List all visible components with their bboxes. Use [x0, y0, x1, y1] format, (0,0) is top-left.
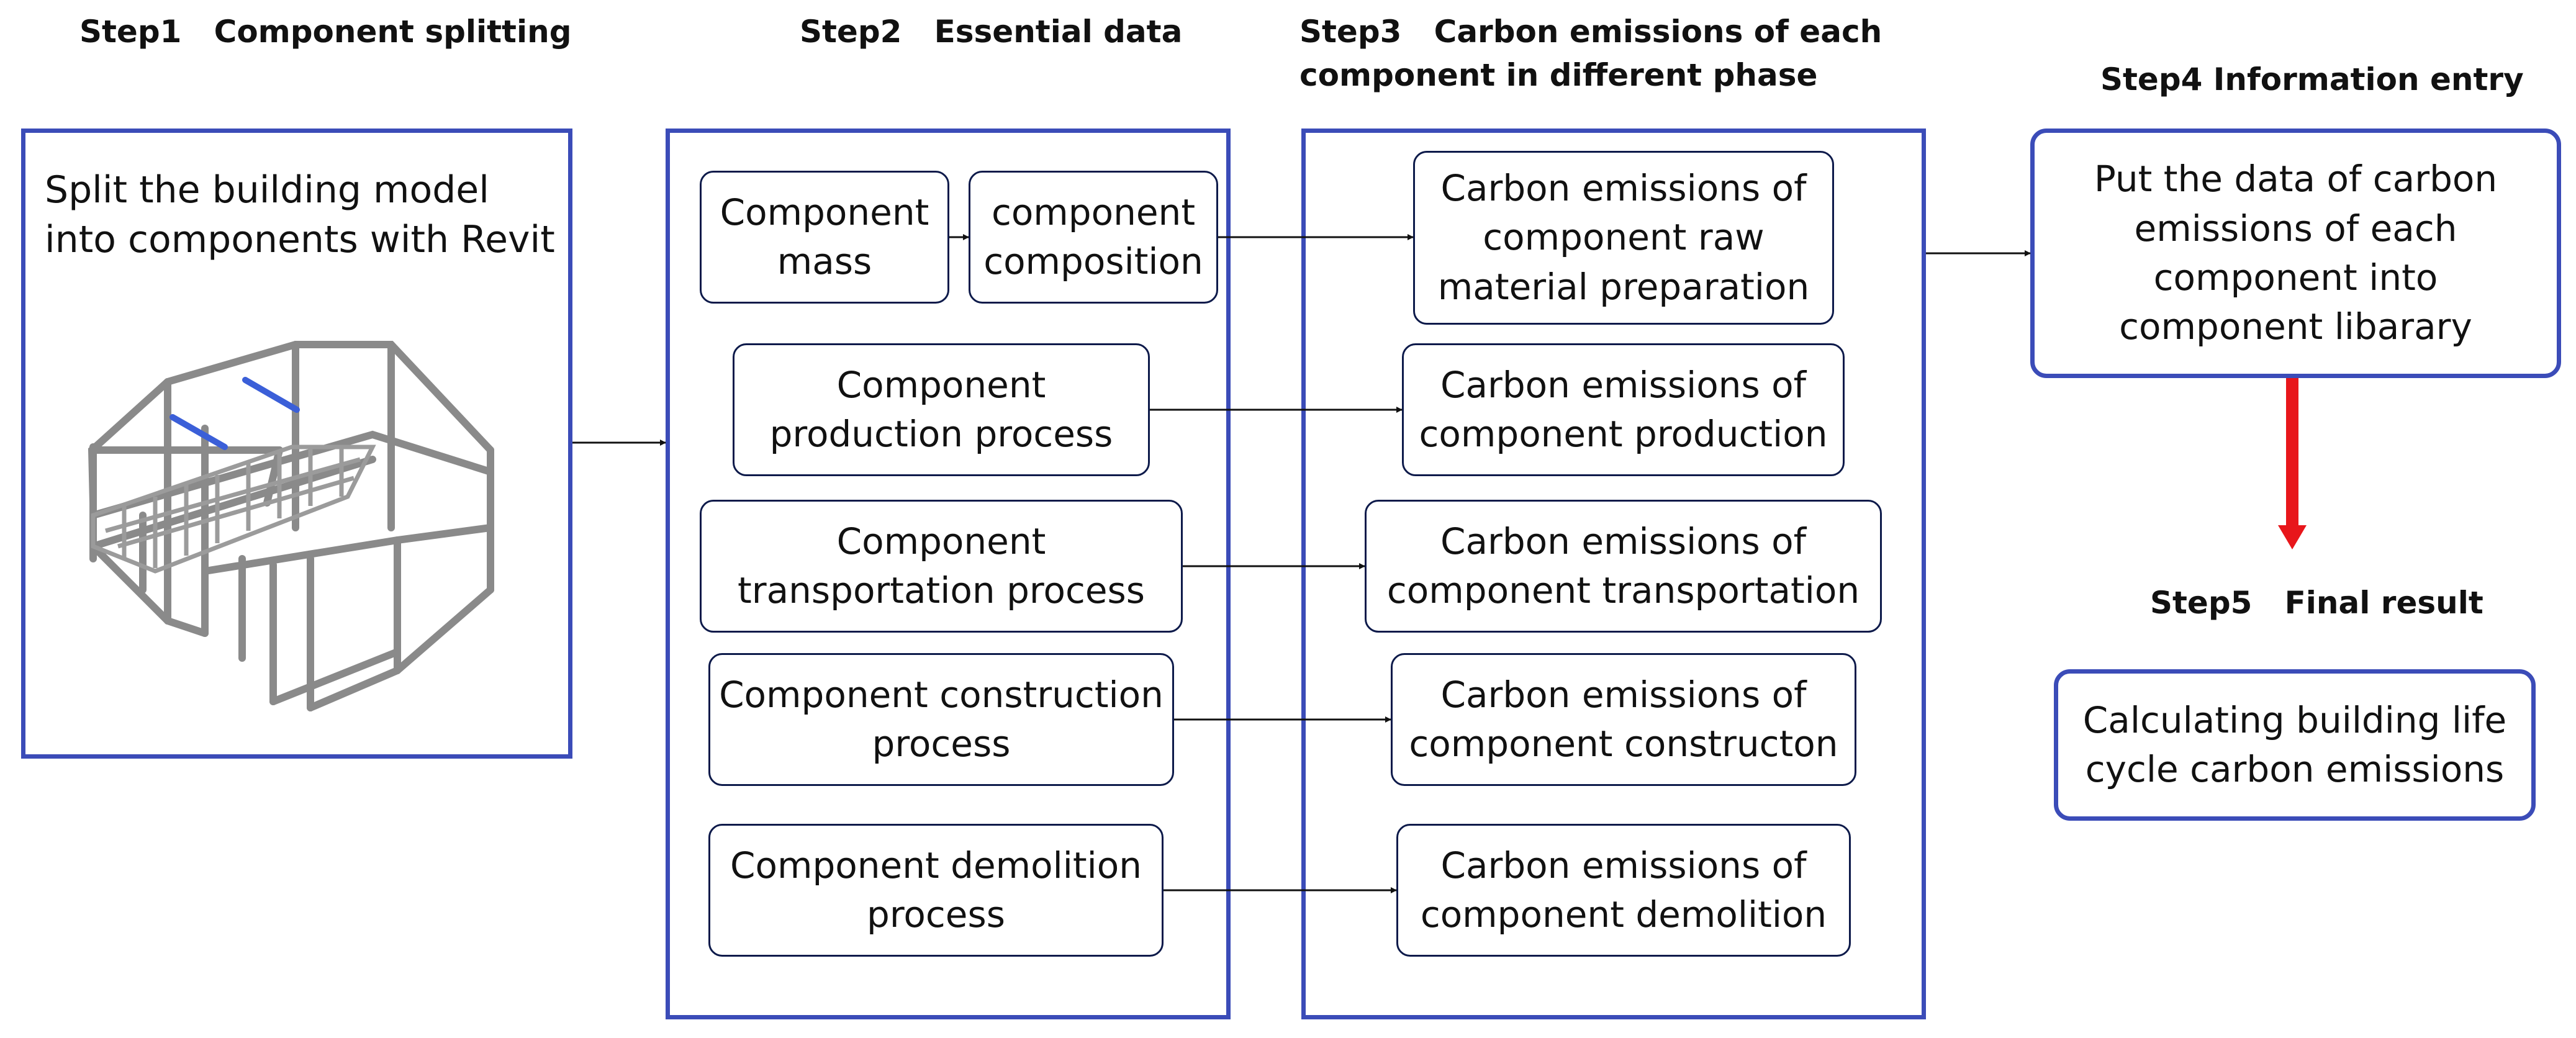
- step4-title: Step4 Information entry: [2100, 61, 2524, 97]
- step3-title-line2: component in different phase: [1299, 57, 1818, 93]
- split-description-line2: into components with Revit: [45, 218, 555, 261]
- construction-emissions-box: Carbon emissions of component constructo…: [1391, 653, 1856, 786]
- component-demolition-box: Component demolition process: [708, 824, 1164, 957]
- step3-title-line1: Step3 Carbon emissions of each: [1299, 14, 1882, 50]
- component-composition-box: component composition: [969, 171, 1218, 304]
- production-emissions-box: Carbon emissions of component production: [1402, 343, 1845, 476]
- step1-title: Step1 Component splitting: [79, 14, 572, 50]
- floor-slab-grid: [91, 445, 376, 574]
- component-production-box: Component production process: [733, 343, 1150, 476]
- red-down-arrow: [2278, 378, 2307, 549]
- highlighted-beams: [169, 377, 300, 450]
- step5-title: Step5 Final result: [2150, 585, 2483, 621]
- building-frame-image: [88, 341, 494, 711]
- component-transportation-box: Component transportation process: [700, 500, 1183, 633]
- frame-structure: [88, 341, 494, 711]
- step2-title: Step2 Essential data: [800, 14, 1183, 50]
- final-result-box: Calculating building life cycle carbon e…: [2054, 669, 2536, 821]
- demolition-emissions-box: Carbon emissions of component demolition: [1396, 824, 1851, 957]
- component-construction-box: Component construction process: [708, 653, 1174, 786]
- component-mass-box: Component mass: [700, 171, 949, 304]
- raw-material-emissions-box: Carbon emissions of component raw materi…: [1413, 151, 1834, 325]
- information-entry-box: Put the data of carbon emissions of each…: [2030, 129, 2561, 378]
- split-description-line1: Split the building model: [45, 168, 489, 212]
- transportation-emissions-box: Carbon emissions of component transporta…: [1365, 500, 1882, 633]
